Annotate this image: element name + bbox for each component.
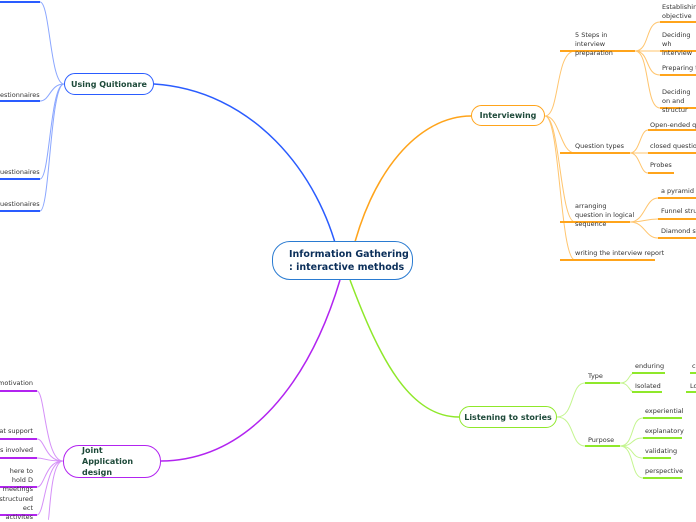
subtopic[interactable]: Deciding wh interview (662, 31, 693, 57)
subtopic[interactable]: Diamond sha (661, 227, 696, 235)
subtopic[interactable]: uestionaires (0, 168, 40, 176)
subtopic[interactable]: Funnel struct (661, 207, 696, 215)
central-topic-label: Information Gathering : interactive meth… (289, 248, 409, 273)
subtopic[interactable]: uestionaires (0, 200, 40, 208)
subtopic[interactable]: Establishing objective (662, 3, 696, 20)
topic-joint-application-design[interactable]: Joint Application design (63, 445, 161, 478)
subtopic[interactable]: a pyramid st (661, 187, 696, 195)
topic-label: Interviewing (479, 111, 537, 120)
subtopic[interactable]: hat support (0, 427, 33, 435)
topic-label: Listening to stories (464, 412, 552, 422)
subtopic[interactable]: motivation (0, 379, 33, 387)
topic-label: Using Quitionare (71, 79, 147, 89)
subtopic[interactable]: validating (645, 447, 678, 455)
subtopic[interactable]: Isolated (635, 382, 661, 390)
central-topic[interactable]: Information Gathering : interactive meth… (272, 241, 413, 280)
subtopic[interactable]: structured ect activites (0, 495, 33, 521)
subtopic[interactable]: estionnaires (0, 91, 40, 99)
subtopic[interactable]: Question types (575, 142, 625, 150)
subtopic[interactable]: Deciding on and structur (662, 88, 691, 114)
subtopic[interactable]: Purpose (588, 436, 615, 444)
subtopic[interactable]: c (692, 362, 696, 370)
topic-interviewing[interactable]: Interviewing (471, 105, 545, 126)
subtopic[interactable]: closed question (650, 142, 696, 150)
subtopic[interactable]: explanatory (645, 427, 684, 435)
subtopic[interactable]: Probes (650, 161, 672, 169)
subtopic[interactable]: arranging question in logical sequence (575, 202, 635, 228)
topic-label: Joint Application design (82, 446, 134, 477)
subtopic[interactable]: here to hold D meetings (2, 467, 33, 493)
subtopic[interactable]: Preparing th (662, 64, 696, 72)
subtopic[interactable]: Type (588, 372, 603, 380)
topic-listening-to-stories[interactable]: Listening to stories (459, 406, 557, 428)
subtopic[interactable]: o is involved (0, 446, 33, 454)
subtopic[interactable]: 5 Steps in interview preparation (575, 31, 613, 57)
subtopic[interactable]: perspective (645, 467, 684, 475)
topic-using-quitionare[interactable]: Using Quitionare (64, 73, 154, 95)
subtopic[interactable]: Open-ended que (650, 121, 696, 129)
subtopic[interactable]: writing the interview report (575, 249, 665, 257)
subtopic[interactable]: Lo (690, 382, 696, 390)
subtopic[interactable]: enduring (635, 362, 665, 370)
subtopic[interactable]: experiential (645, 407, 684, 415)
